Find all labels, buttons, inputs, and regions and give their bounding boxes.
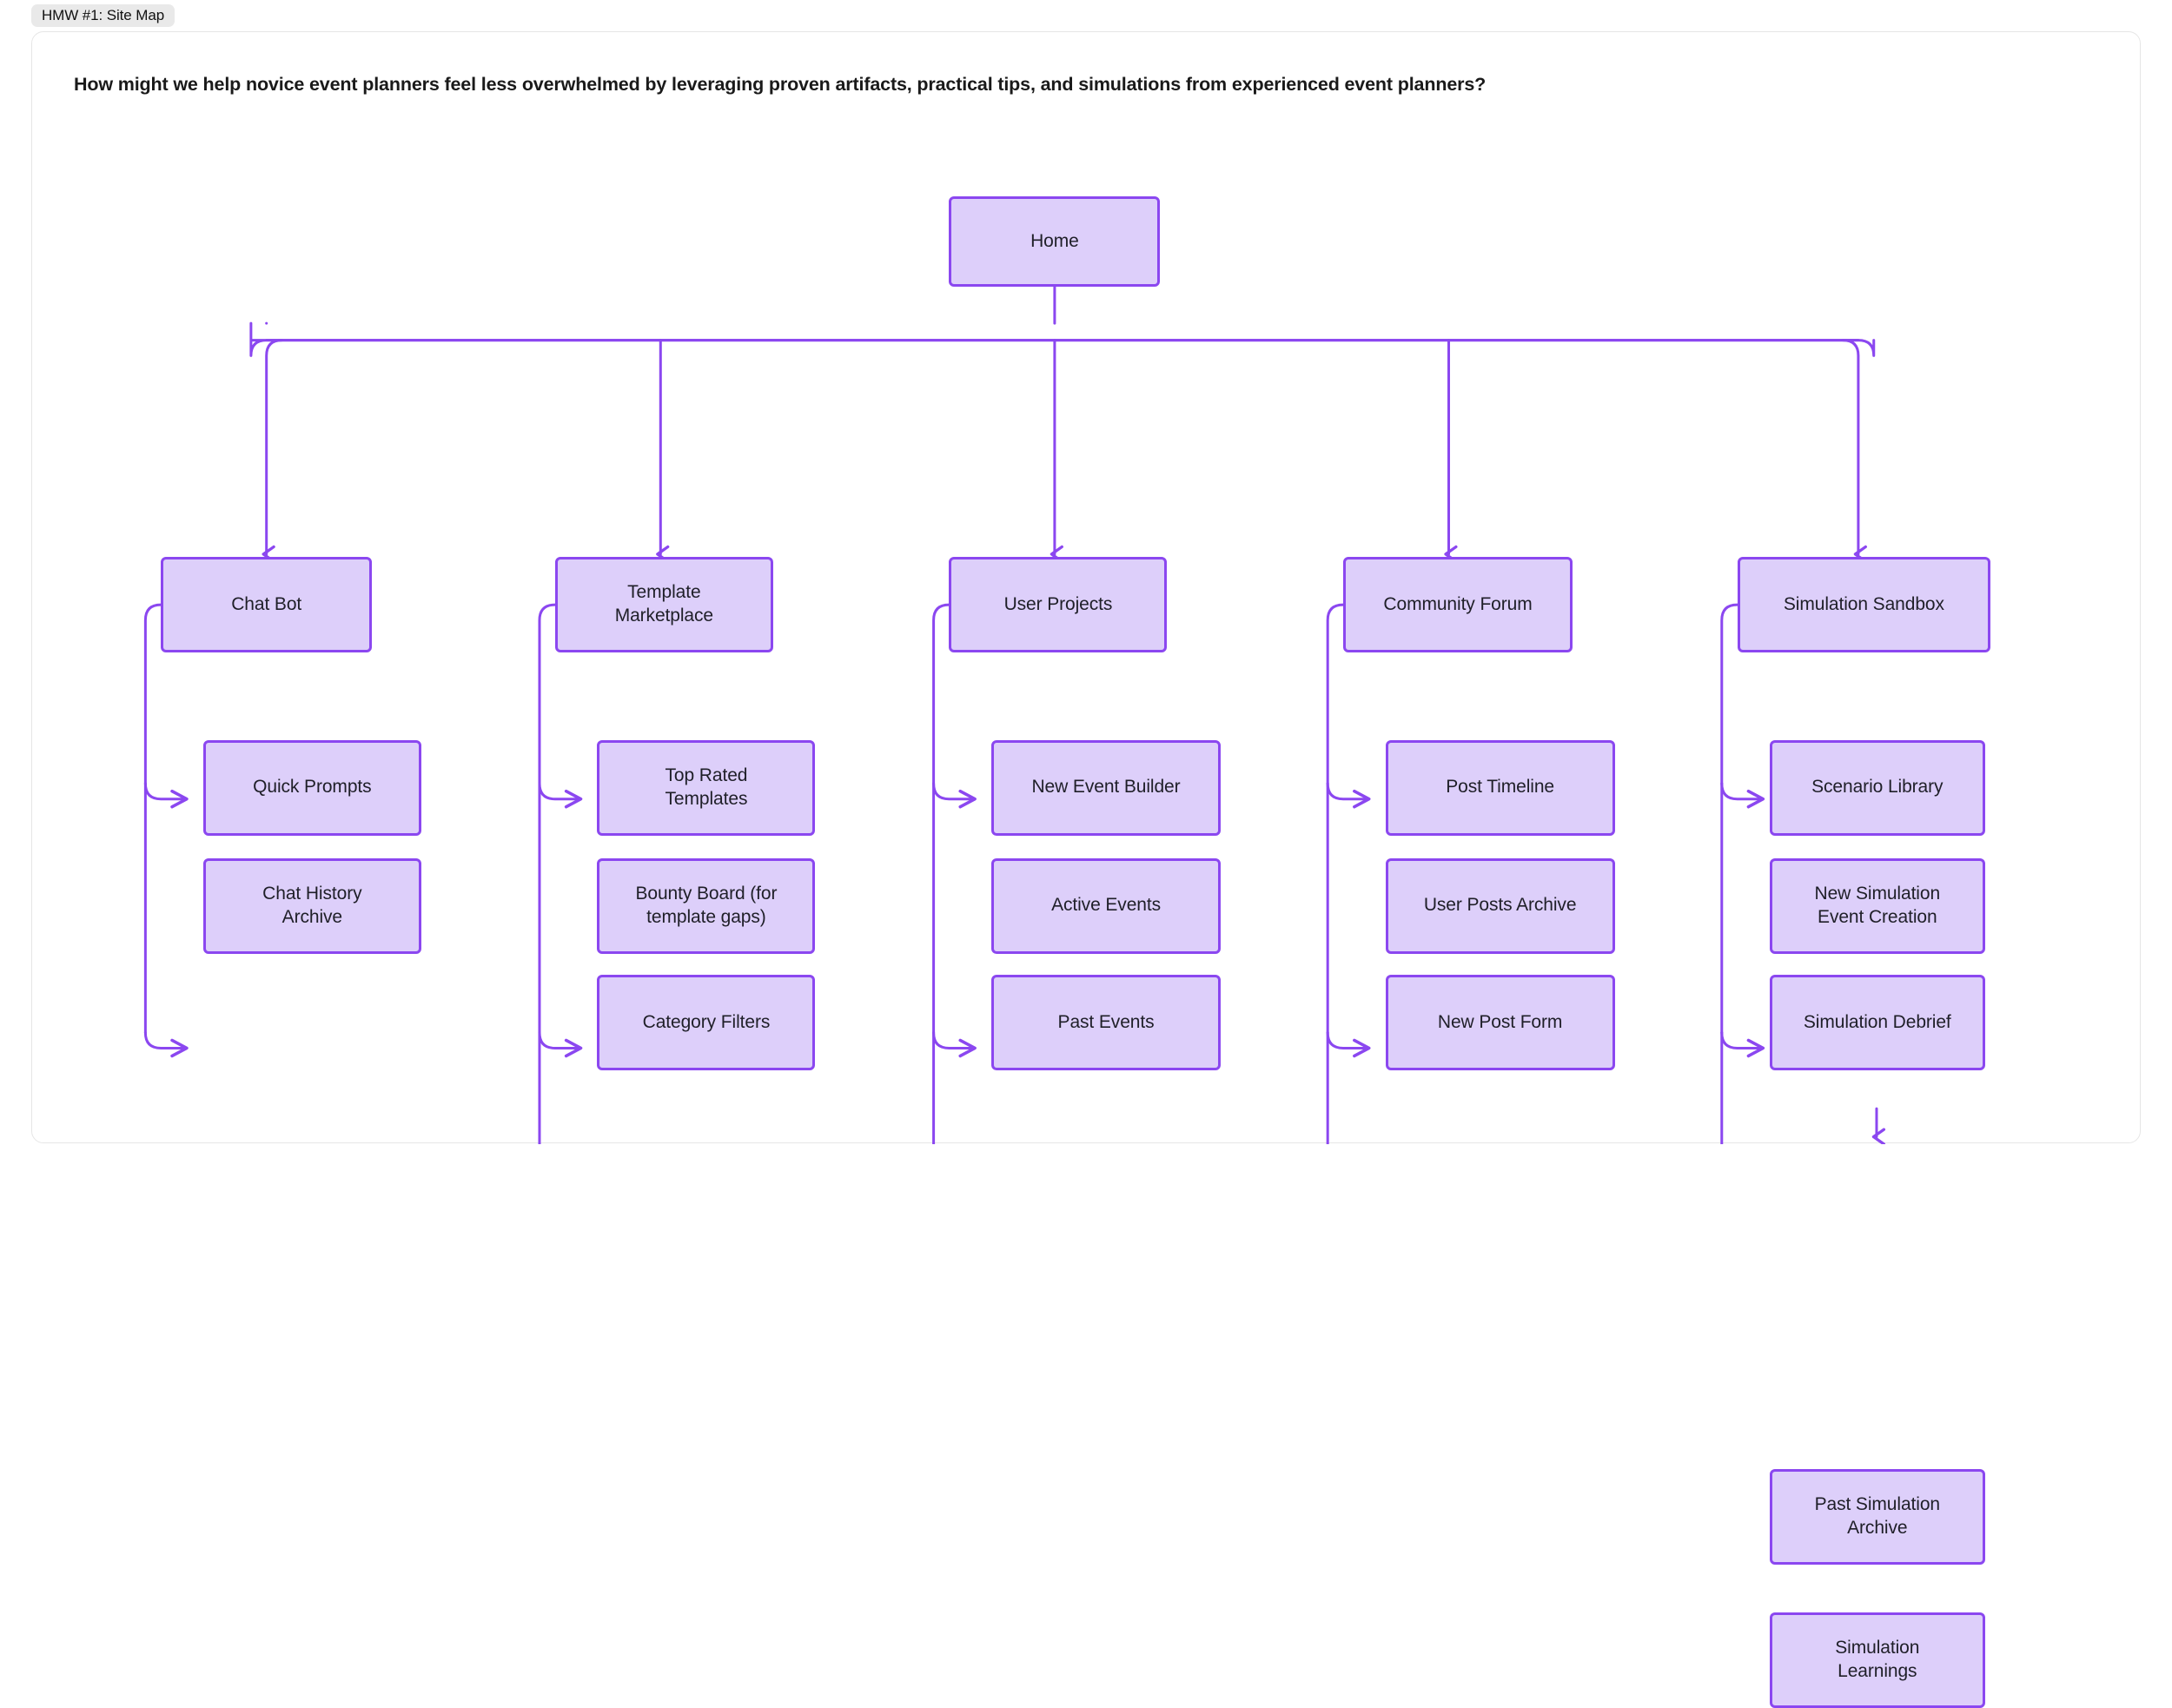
node-chat-history-archive-label-line1: Chat History bbox=[262, 883, 362, 904]
node-user-projects[interactable]: User Projects bbox=[949, 557, 1168, 653]
node-top-rated-templates-label-line1: Top Rated bbox=[665, 765, 748, 785]
node-past-simulation-archive-label-line1: Past Simulation bbox=[1814, 1494, 1941, 1515]
edge-chatbot-to-quick-prompts bbox=[143, 782, 189, 809]
tab-label: HMW #1: Site Map bbox=[42, 7, 165, 23]
node-new-simulation-event-creation-label-line2: Event Creation bbox=[1818, 906, 1937, 927]
node-past-events[interactable]: Past Events bbox=[991, 975, 1222, 1071]
node-post-timeline-label: Post Timeline bbox=[1446, 777, 1554, 798]
node-home-label: Home bbox=[1030, 230, 1079, 251]
tab-hmw-1-site-map[interactable]: HMW #1: Site Map bbox=[31, 4, 175, 27]
edge-home-bus bbox=[249, 321, 1876, 357]
edge-chatbot-trunk bbox=[143, 603, 162, 785]
tab-strip: HMW #1: Site Map bbox=[0, 0, 2172, 33]
node-simulation-learnings[interactable]: Simulation Learnings bbox=[1769, 1612, 1985, 1708]
node-user-posts-archive-label: User Posts Archive bbox=[1423, 895, 1577, 916]
edge-template-trunk bbox=[538, 603, 557, 785]
node-post-timeline[interactable]: Post Timeline bbox=[1385, 739, 1615, 836]
node-new-simulation-event-creation-label-line1: New Simulation bbox=[1814, 883, 1941, 904]
edge-sandbox-trunk bbox=[1720, 603, 1739, 785]
sitemap-diagram: Home Chat Bot Quick Prompts Chat History… bbox=[32, 32, 2142, 1708]
node-community-forum-label: Community Forum bbox=[1383, 593, 1533, 614]
node-bounty-board-label-line1: Bounty Board (for bbox=[635, 883, 778, 904]
node-active-events-label: Active Events bbox=[1051, 895, 1161, 916]
node-bounty-board-label-line2: template gaps) bbox=[646, 906, 766, 927]
node-category-filters[interactable]: Category Filters bbox=[597, 975, 816, 1071]
node-category-filters-label: Category Filters bbox=[642, 1011, 771, 1032]
node-past-events-label: Past Events bbox=[1057, 1011, 1155, 1032]
node-chat-bot-label: Chat Bot bbox=[231, 593, 302, 614]
page-title: How might we help novice event planners … bbox=[74, 74, 1487, 95]
node-chat-history-archive[interactable]: Chat History Archive bbox=[202, 857, 421, 954]
node-simulation-learnings-label-line1: Simulation bbox=[1835, 1638, 1920, 1658]
edge-sandbox-to-scenario-library bbox=[1720, 782, 1765, 809]
node-top-rated-templates[interactable]: Top Rated Templates bbox=[597, 739, 816, 836]
node-simulation-learnings-label-line2: Learnings bbox=[1838, 1661, 1917, 1682]
edge-bus-left-cap bbox=[262, 339, 284, 563]
edge-forum-to-post-timeline bbox=[1326, 782, 1371, 809]
node-new-post-form-label: New Post Form bbox=[1437, 1011, 1563, 1032]
node-new-simulation-event-creation[interactable]: New Simulation Event Creation bbox=[1769, 857, 1985, 954]
node-chat-history-archive-label-line2: Archive bbox=[281, 906, 342, 927]
node-quick-prompts-label: Quick Prompts bbox=[253, 777, 372, 798]
node-quick-prompts[interactable]: Quick Prompts bbox=[202, 739, 421, 836]
node-simulation-debrief[interactable]: Simulation Debrief bbox=[1769, 975, 1985, 1071]
node-scenario-library-label: Scenario Library bbox=[1811, 777, 1944, 798]
node-new-event-builder[interactable]: New Event Builder bbox=[991, 739, 1222, 836]
node-past-simulation-archive[interactable]: Past Simulation Archive bbox=[1769, 1468, 1985, 1565]
node-user-projects-label: User Projects bbox=[1003, 593, 1113, 614]
node-simulation-debrief-label: Simulation Debrief bbox=[1803, 1011, 1951, 1032]
node-new-post-form[interactable]: New Post Form bbox=[1385, 975, 1615, 1071]
node-chat-bot[interactable]: Chat Bot bbox=[161, 557, 373, 653]
edge-projects-trunk bbox=[932, 603, 950, 785]
edge-chatbot-to-chat-history bbox=[143, 1031, 189, 1058]
node-template-marketplace[interactable]: Template Marketplace bbox=[554, 557, 773, 653]
node-simulation-sandbox[interactable]: Simulation Sandbox bbox=[1737, 557, 1991, 653]
edge-bus-right-cap bbox=[1841, 339, 1867, 563]
edge-forum-trunk bbox=[1326, 603, 1345, 785]
node-home[interactable]: Home bbox=[949, 196, 1161, 288]
node-simulation-sandbox-label: Simulation Sandbox bbox=[1783, 593, 1944, 614]
node-new-event-builder-label: New Event Builder bbox=[1031, 777, 1181, 798]
edge-forum-to-user-posts bbox=[1326, 1031, 1371, 1058]
sitemap-canvas-card: How might we help novice event planners … bbox=[31, 31, 2142, 1708]
node-past-simulation-archive-label-line2: Archive bbox=[1847, 1517, 1908, 1538]
node-top-rated-templates-label-line2: Templates bbox=[665, 788, 748, 809]
node-user-posts-archive[interactable]: User Posts Archive bbox=[1385, 857, 1615, 954]
edge-projects-to-active-events bbox=[932, 1031, 977, 1058]
node-active-events[interactable]: Active Events bbox=[991, 857, 1222, 954]
edge-template-to-bounty bbox=[538, 1031, 583, 1058]
node-community-forum[interactable]: Community Forum bbox=[1343, 557, 1573, 653]
edge-projects-to-new-event bbox=[932, 782, 977, 809]
edge-template-to-top-rated bbox=[538, 782, 583, 809]
node-template-marketplace-label-line2: Marketplace bbox=[614, 606, 713, 626]
edge-sandbox-to-new-simulation bbox=[1720, 1031, 1765, 1058]
node-template-marketplace-label-line1: Template bbox=[627, 582, 701, 603]
node-bounty-board[interactable]: Bounty Board (for template gaps) bbox=[597, 857, 816, 954]
node-scenario-library[interactable]: Scenario Library bbox=[1769, 739, 1985, 836]
